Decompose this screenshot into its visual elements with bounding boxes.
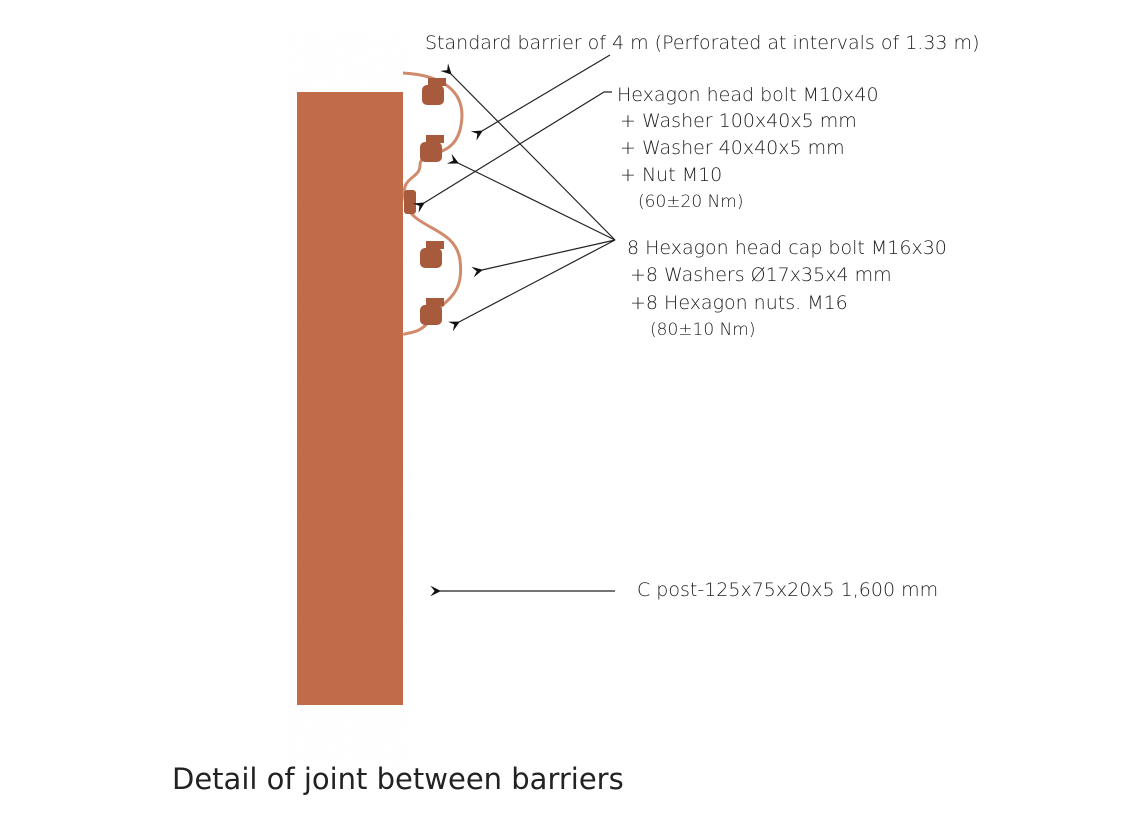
bolt-m16-torque: (80±10 Nm) [650, 320, 756, 340]
bolt-m10-torque: (60±20 Nm) [638, 192, 744, 212]
bolt-m16-label-3: +8 Hexagon nuts. M16 [630, 292, 848, 314]
bolt-m16-icon [420, 135, 444, 162]
bolt-m10-label-2: + Washer 100x40x5 mm [620, 110, 857, 132]
bolt-m10-label-1: Hexagon head bolt M10x40 [617, 84, 879, 106]
bolts [404, 78, 446, 325]
bolt-m16-icon [422, 78, 446, 105]
barrier-label: Standard barrier of 4 m (Perforated at i… [425, 32, 980, 54]
bolt-m16-label-2: +8 Washers Ø17x35x4 mm [630, 264, 892, 286]
bolt-m16-icon [420, 241, 444, 268]
bolt-m16-icon [420, 298, 444, 325]
bolt-m10-label-3: + Washer 40x40x5 mm [620, 137, 845, 159]
leader-lines [412, 54, 616, 597]
post-label: C post-125x75x20x5 1,600 mm [637, 579, 939, 601]
bolt-m16-label-1: 8 Hexagon head cap bolt M16x30 [627, 237, 947, 259]
bolt-m10-icon [404, 190, 416, 214]
bolt-m10-label-4: + Nut M10 [620, 164, 723, 186]
diagram-caption: Detail of joint between barriers [172, 762, 624, 796]
